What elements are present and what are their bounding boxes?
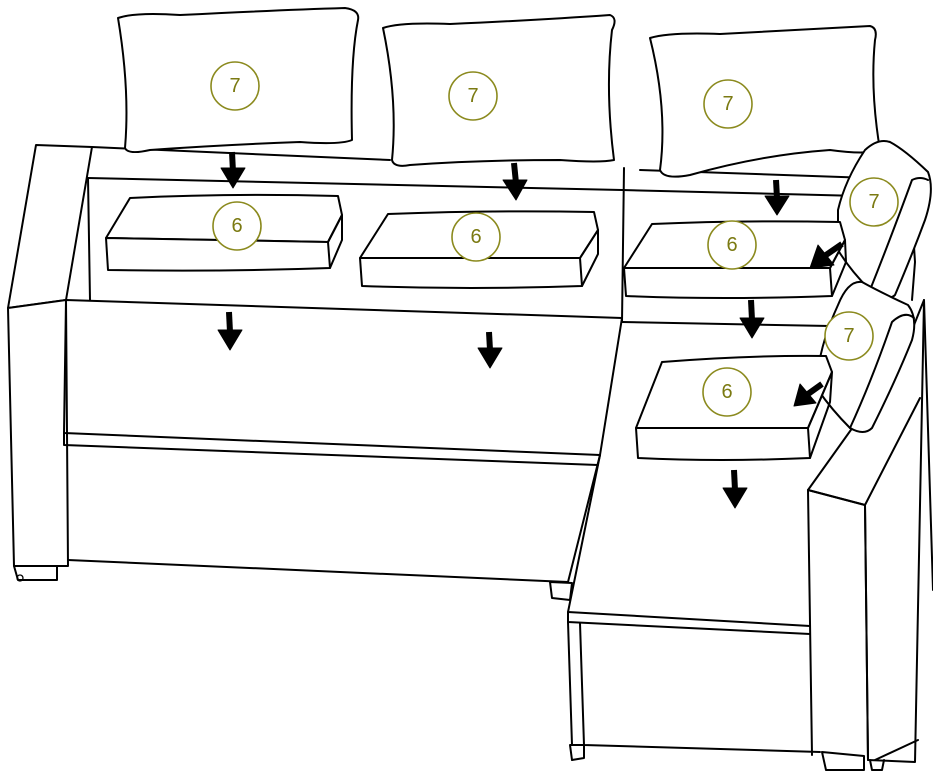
- callout-label: 7: [868, 191, 879, 213]
- callout-label: 6: [726, 234, 737, 256]
- callout-marker: 6: [452, 213, 500, 261]
- callout-label: 7: [467, 85, 478, 107]
- callout-label: 7: [843, 325, 854, 347]
- left-foot: [14, 566, 57, 580]
- left-arm: [8, 145, 92, 308]
- down-arrow-icon: [723, 470, 747, 508]
- left-arm-front: [8, 300, 68, 566]
- chaise-front: [568, 622, 820, 760]
- callout-marker: 7: [850, 178, 898, 226]
- right-foot: [822, 752, 864, 770]
- callout-marker: 6: [703, 368, 751, 416]
- center-foot: [550, 582, 572, 600]
- callout-label: 7: [722, 93, 733, 115]
- callout-label: 6: [231, 215, 242, 237]
- callout-marker: 7: [211, 62, 259, 110]
- down-arrow-icon: [218, 312, 242, 350]
- callout-label: 6: [721, 381, 732, 403]
- down-arrow-icon: [740, 300, 764, 338]
- callout-marker: 7: [449, 72, 497, 120]
- callout-marker: 6: [708, 221, 756, 269]
- callout-label: 7: [229, 75, 240, 97]
- chaise-foot-left: [570, 745, 584, 760]
- down-arrow-icon: [478, 332, 502, 368]
- back-pillow: [650, 26, 880, 177]
- callout-marker: 7: [704, 80, 752, 128]
- down-arrow-icon: [765, 180, 789, 215]
- callout-marker: 7: [825, 312, 873, 360]
- callout-marker: 6: [213, 202, 261, 250]
- down-arrow-icon: [221, 152, 245, 188]
- back-pillow: [383, 15, 615, 166]
- main-seat-platform: [64, 300, 622, 455]
- callout-label: 6: [470, 226, 481, 248]
- main-seat-front: [68, 455, 600, 582]
- down-arrow-icon: [503, 163, 527, 200]
